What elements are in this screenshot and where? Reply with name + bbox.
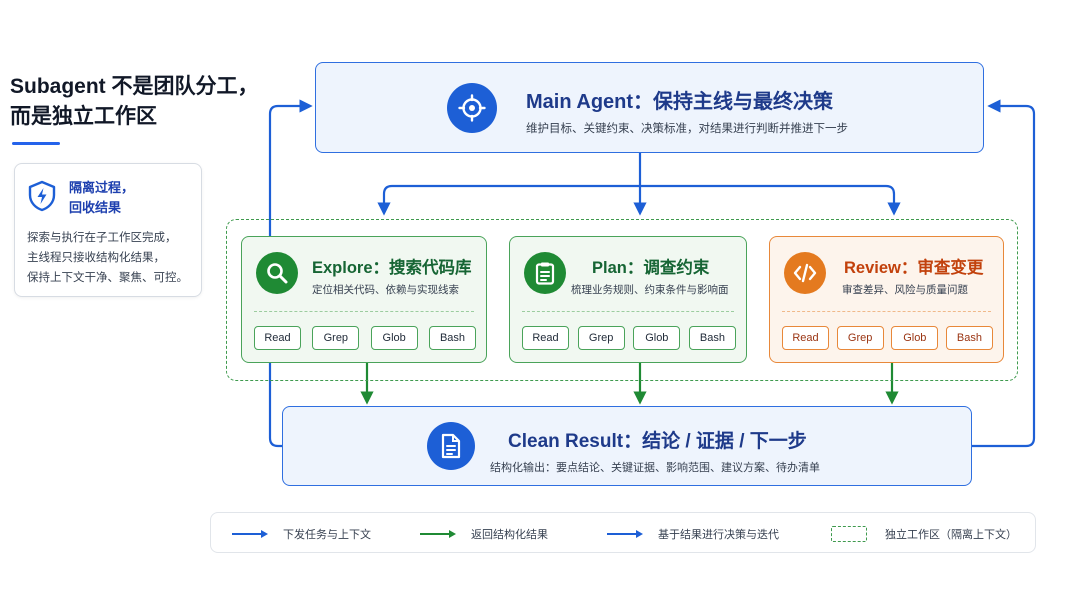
tool-bash-chip: Bash — [428, 326, 476, 350]
legend-label-iterate: 基于结果进行决策与迭代 — [658, 528, 779, 541]
plan-divider — [522, 311, 734, 312]
clean-result-title: Clean Result：结论 / 证据 / 下一步 — [508, 431, 807, 452]
dispatch-arrow-branch — [382, 184, 896, 212]
explore-subagent-card: Explore：搜索代码库 定位相关代码、依赖与实现线索 Read Grep G… — [241, 236, 487, 363]
tool-glob-chip: Glob — [891, 326, 939, 350]
document-icon — [427, 422, 475, 470]
plan-subagent-card: Plan：调查约束 梳理业务规则、约束条件与影响面 Read Grep Glob… — [509, 236, 747, 363]
blue-arrow-icon — [607, 529, 643, 538]
legend: 下发任务与上下文 返回结构化结果 基于结果进行决策与迭代 独立工作区（隔离上下文… — [210, 512, 1036, 553]
main-agent-box: Main Agent：保持主线与最终决策 维护目标、关键约束、决策标准，对结果进… — [315, 62, 984, 153]
legend-item-iterate: 基于结果进行决策与迭代 — [606, 513, 779, 554]
isolation-note-line-2: 主线程只接收结构化结果， — [27, 252, 165, 264]
review-subagent-card: Review：审查变更 审查差异、风险与质量问题 Read Grep Glob … — [769, 236, 1004, 363]
tool-grep-chip: Grep — [836, 326, 884, 350]
headline-underline — [12, 142, 60, 145]
search-icon — [256, 252, 298, 294]
review-description: 审查差异、风险与质量问题 — [842, 284, 968, 296]
legend-item-dispatch: 下发任务与上下文 — [231, 513, 371, 554]
tool-bash-chip: Bash — [945, 326, 993, 350]
clipboard-icon — [524, 252, 566, 294]
tool-read-chip: Read — [254, 326, 301, 350]
tool-bash-chip: Bash — [688, 326, 736, 350]
tool-grep-chip: Grep — [577, 326, 625, 350]
legend-item-return: 返回结构化结果 — [419, 513, 548, 554]
explore-tools: Read Grep Glob Bash — [254, 326, 476, 350]
plan-tools: Read Grep Glob Bash — [522, 326, 736, 350]
tool-grep-chip: Grep — [312, 326, 360, 350]
isolation-note-title-line-1: 隔离过程， — [69, 180, 135, 195]
headline-line-2: 而是独立工作区 — [10, 105, 157, 128]
explore-divider — [254, 311, 474, 312]
headline-line-1: Subagent 不是团队分工， — [10, 75, 259, 98]
tool-read-chip: Read — [522, 326, 569, 350]
isolation-note-title: 隔离过程， 回收结果 — [69, 178, 179, 218]
legend-item-workspace: 独立工作区（隔离上下文） — [831, 513, 1017, 554]
isolated-workspace-boundary — [226, 219, 1018, 381]
isolation-note-title-line-2: 回收结果 — [69, 200, 122, 215]
isolation-note-body: 探索与执行在子工作区完成， 主线程只接收结构化结果， 保持上下文干净、聚焦、可控… — [27, 228, 199, 288]
blue-arrow-icon — [232, 529, 268, 538]
target-icon — [447, 83, 497, 133]
isolation-note-line-1: 探索与执行在子工作区完成， — [27, 232, 177, 244]
explore-description: 定位相关代码、依赖与实现线索 — [312, 284, 459, 296]
plan-title: Plan：调查约束 — [592, 259, 710, 277]
explore-title: Explore：搜索代码库 — [312, 259, 472, 277]
shield-bolt-icon — [28, 180, 56, 212]
review-title: Review：审查变更 — [844, 259, 984, 277]
main-agent-title: Main Agent：保持主线与最终决策 — [526, 91, 834, 113]
main-agent-subtitle: 维护目标、关键约束、决策标准，对结果进行判断并推进下一步 — [526, 123, 848, 135]
tool-glob-chip: Glob — [370, 326, 418, 350]
headline: Subagent 不是团队分工， 而是独立工作区 — [10, 72, 260, 132]
green-arrow-icon — [420, 529, 456, 538]
clean-result-subtitle: 结构化输出：要点结论、关键证据、影响范围、建议方案、待办清单 — [490, 462, 820, 474]
dashed-box-swatch — [831, 525, 867, 542]
legend-label-workspace: 独立工作区（隔离上下文） — [885, 528, 1017, 541]
tool-glob-chip: Glob — [633, 326, 681, 350]
legend-label-dispatch: 下发任务与上下文 — [283, 528, 371, 541]
clean-result-box: Clean Result：结论 / 证据 / 下一步 结构化输出：要点结论、关键… — [282, 406, 972, 486]
plan-description: 梳理业务规则、约束条件与影响面 — [571, 284, 729, 296]
tool-read-chip: Read — [782, 326, 829, 350]
review-tools: Read Grep Glob Bash — [782, 326, 993, 350]
legend-label-return: 返回结构化结果 — [471, 528, 548, 541]
code-icon — [784, 252, 826, 294]
isolation-note-line-3: 保持上下文干净、聚焦、可控。 — [27, 272, 188, 284]
review-divider — [782, 311, 991, 312]
isolation-note-card: 隔离过程， 回收结果 探索与执行在子工作区完成， 主线程只接收结构化结果， 保持… — [14, 163, 202, 297]
